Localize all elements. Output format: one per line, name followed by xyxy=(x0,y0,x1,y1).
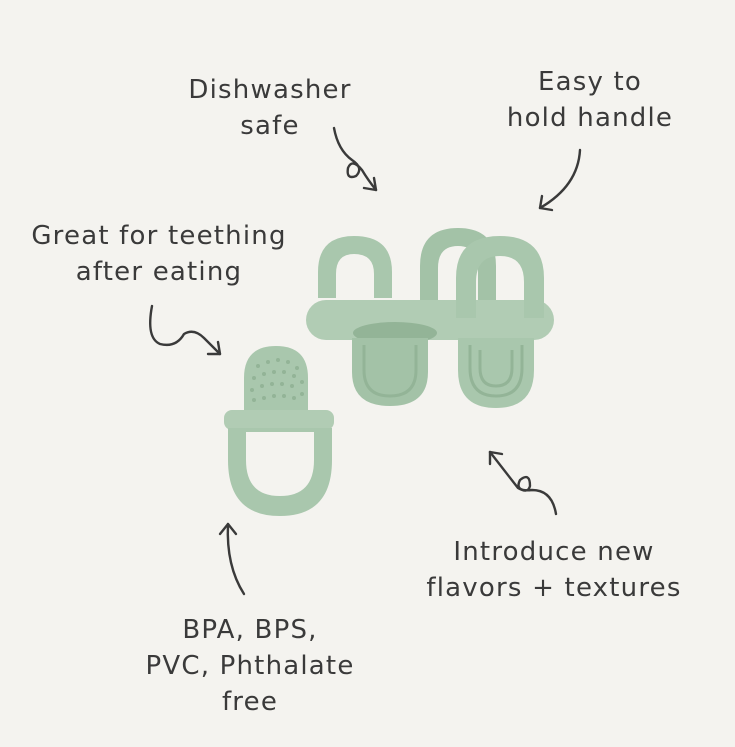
mold-handle-left xyxy=(318,236,392,298)
callout-easy-handle: Easy to hold handle xyxy=(490,64,690,136)
teether-collar xyxy=(224,410,334,430)
callout-line: free xyxy=(221,687,279,717)
callout-line: BPA, BPS, xyxy=(182,615,318,645)
mold-cup-ridges xyxy=(362,345,524,398)
callout-line: after eating xyxy=(75,257,243,287)
callout-flavors-textures: Introduce new flavors + textures xyxy=(414,534,694,606)
callout-line: Introduce new xyxy=(453,537,655,567)
callout-line: Easy to xyxy=(537,67,643,97)
teether-texture-dots xyxy=(250,358,304,402)
callout-teething: Great for teething after eating xyxy=(14,218,304,290)
curved-arrow-icon xyxy=(538,148,582,212)
callout-line: hold handle xyxy=(506,103,674,133)
callout-line: safe xyxy=(240,111,300,141)
teether-head xyxy=(244,346,308,412)
callout-line: Dishwasher xyxy=(188,75,352,105)
teether-ring xyxy=(228,428,332,516)
mold-handle-front xyxy=(456,236,544,318)
teether xyxy=(224,346,334,516)
popsicle-mold-tray xyxy=(306,228,554,408)
callout-bpa-free: BPA, BPS, PVC, Phthalate free xyxy=(140,612,360,720)
callout-line: PVC, Phthalate xyxy=(145,651,355,681)
callout-dishwasher-safe: Dishwasher safe xyxy=(180,72,360,144)
curly-arrow-icon xyxy=(332,126,378,192)
curly-arrow-icon xyxy=(149,304,222,356)
curly-arrow-icon xyxy=(488,450,558,516)
curved-arrow-icon xyxy=(218,522,246,596)
callout-line: flavors + textures xyxy=(426,573,682,603)
callout-line: Great for teething xyxy=(31,221,287,251)
